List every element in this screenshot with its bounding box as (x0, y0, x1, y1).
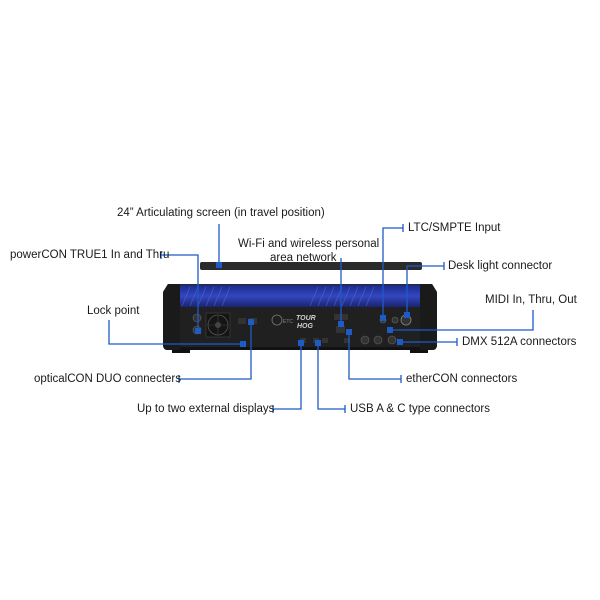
label-wifi-line1: Wi-Fi and wireless personal (238, 238, 380, 250)
callout-usb (317, 343, 345, 410)
label-usb: USB A & C type connectors (350, 403, 490, 415)
label-powercon: powerCON TRUE1 In and Thru (10, 249, 170, 261)
label-dmx: DMX 512A connectors (462, 336, 577, 348)
label-wifi-line2: area network (270, 252, 337, 264)
label-lock: Lock point (87, 305, 140, 317)
callout-powercon (161, 254, 199, 331)
label-displays: Up to two external displays (137, 403, 275, 415)
callout-midi (390, 310, 534, 331)
label-opticalcon: opticalCON DUO connecters (34, 373, 181, 385)
callout-desklight (406, 265, 444, 315)
label-ltc: LTC/SMPTE Input (408, 222, 501, 234)
callout-displays (273, 343, 302, 410)
screen-glow (178, 285, 422, 307)
label-desk-light: Desk light connector (448, 260, 553, 272)
fan-icon (205, 312, 231, 338)
label-midi: MIDI In, Thru, Out (485, 294, 577, 306)
logo-line2: HOG (297, 323, 314, 330)
callout-ltc (382, 227, 403, 318)
callout-ethercon (348, 332, 401, 380)
etc-mark: ETC (283, 319, 293, 325)
label-screen: 24” Articulating screen (in travel posit… (117, 207, 325, 219)
callout-lock (108, 320, 243, 345)
label-ethercon: etherCON connectors (406, 373, 518, 385)
logo-line1: TOUR (296, 315, 316, 322)
articulating-screen (200, 262, 422, 270)
powercon-connector (192, 313, 202, 323)
etc-logo-icon (271, 314, 283, 326)
callout-opticalcon (179, 322, 252, 380)
